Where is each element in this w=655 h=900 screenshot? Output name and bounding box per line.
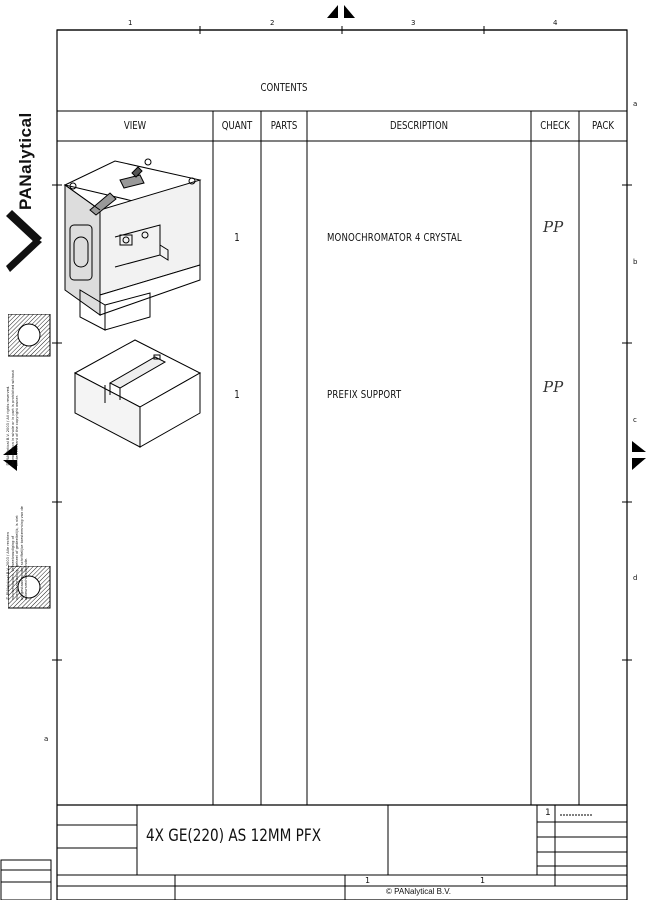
copyright-note-en-text: © PANalytical B.V. 2003 / All rights res… — [6, 370, 20, 466]
column-header-view: VIEW — [123, 119, 147, 132]
column-header-quant: QUANT — [221, 119, 253, 132]
column-header-parts: PARTS — [270, 119, 298, 132]
row-1-description: MONOCHROMATOR 4 CRYSTAL — [327, 231, 462, 244]
zone-label-top-4: 4 — [553, 19, 558, 27]
row-2-quant: 1 — [234, 388, 240, 401]
copyright-note-en: © PANalytical B.V. 2003 / All rights res… — [6, 298, 64, 466]
row-1-quant: 1 — [234, 231, 240, 244]
sheet-number: 1 — [545, 808, 551, 818]
row-2-description: PREFIX SUPPORT — [327, 388, 402, 401]
brand-wordmark: PANalytical — [16, 112, 35, 210]
zone-label-right-c: c — [633, 416, 637, 424]
zone-label-top-1: 1 — [128, 19, 133, 27]
brand-logo: PANalytical — [2, 80, 46, 280]
column-header-description: DESCRIPTION — [389, 119, 449, 132]
prefix-support-drawing — [73, 339, 202, 448]
sheet-title: CONTENTS — [260, 81, 308, 94]
title-field-a: 1 — [365, 876, 371, 885]
brand-chevron-icon — [6, 210, 42, 272]
copyright-note-nl: © PANalytical B.V. 2003 / Alle rechten v… — [6, 460, 64, 600]
copyright-footer: © PANalytical B.V. — [386, 887, 452, 896]
zone-label-right-d: d — [633, 574, 638, 582]
zone-label-top-3: 3 — [411, 19, 416, 27]
title-field-b: 1 — [480, 876, 486, 885]
copyright-note-nl-text: © PANalytical B.V. 2003 / Alle rechten v… — [6, 506, 29, 600]
zone-label-left-a: a — [44, 735, 49, 743]
monochromator-drawing — [63, 158, 202, 331]
zone-label-right-b: b — [633, 258, 638, 266]
zone-label-top-2: 2 — [270, 19, 275, 27]
row-1-check-initials: PP — [543, 218, 564, 236]
hatch-stamp-bottom — [8, 566, 51, 609]
row-2-check-initials: PP — [543, 378, 564, 396]
column-header-check: CHECK — [540, 119, 570, 132]
hatch-stamp-top — [8, 314, 51, 357]
column-header-pack: PACK — [592, 119, 614, 132]
zone-label-right-a: a — [633, 100, 638, 108]
drawing-title: 4X GE(220) AS 12MM PFX — [146, 826, 322, 846]
